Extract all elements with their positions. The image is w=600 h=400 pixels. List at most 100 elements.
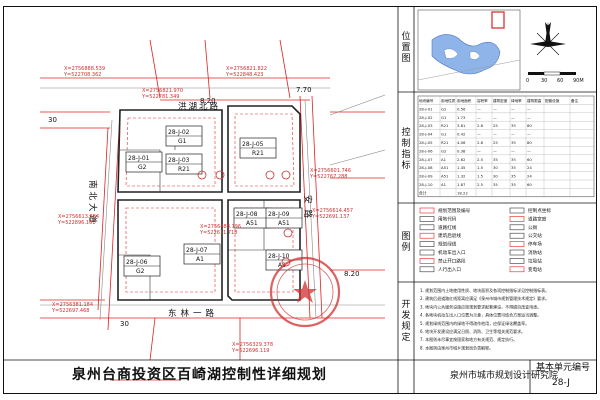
table-cell: — (477, 132, 481, 137)
side-label-text: 图例 (401, 232, 411, 253)
legend-label: 变电站 (528, 266, 542, 273)
road-width-label: 30 (120, 320, 129, 328)
table-cell: — (493, 132, 497, 137)
coord-x: X=2756601.746 (310, 168, 351, 174)
parcel-id: 28-J-05 (242, 141, 264, 148)
coord-x: X=2756821.970 (142, 88, 183, 94)
regulation-line: 8. 本图则由泉州市城乡规划局负责解释。 (420, 344, 493, 350)
table-cell: A51 (441, 165, 449, 170)
table-cell: 35 (511, 165, 516, 170)
road-name-south: 东林一路 (168, 308, 218, 319)
road-edge-lines (40, 87, 386, 321)
coord-x: X=2756329.378 (232, 342, 273, 348)
table-cell: 18.22 (457, 190, 468, 195)
table-cell: 4.06 (457, 140, 466, 145)
scale-label: 90M (573, 78, 584, 84)
table-cell: 1.5 (477, 165, 484, 170)
parcel-use-code: G1 (178, 138, 187, 145)
coord-y: Y=522691.137 (311, 214, 349, 220)
table-cell: 28-J-10 (419, 182, 433, 187)
legend-label: 规划绿线 (438, 241, 457, 248)
legend-symbol (419, 232, 435, 239)
parcel-use-code: A51 (278, 220, 290, 227)
coord-x: X=2756888.539 (64, 66, 105, 72)
table-cell: 1.5 (477, 174, 484, 179)
table-cell: 28-J-06 (419, 148, 433, 153)
table-header-cell: 配套设施 (545, 98, 560, 103)
regulation-line: 1. 规划范围内土地使用性质、地块面积及各项控制指标详见控制指标表。 (420, 287, 549, 293)
table-cell: — (493, 148, 497, 153)
table-cell: 35 (493, 182, 498, 187)
road-width-label: 30 (48, 116, 57, 124)
table-cell: 1.32 (457, 174, 466, 179)
legend-label: 停车场 (528, 241, 542, 248)
table-cell: G1 (441, 115, 447, 120)
scale-tick: 30 (541, 78, 547, 84)
table-cell: 35 (511, 182, 516, 187)
parking-icon (283, 228, 293, 238)
table-cell: 80 (527, 123, 532, 128)
table-cell: 35 (511, 123, 516, 128)
legend-symbol (419, 258, 435, 264)
road-name-east: 安路 (302, 195, 313, 224)
parcel-use-code: R21 (178, 166, 190, 173)
table-cell: G2 (441, 106, 447, 111)
regulation-line: 5. 规划绿线范围内的绿地不得改作他用，应保证绿化覆盖率。 (420, 320, 529, 326)
legend-label: 消防站 (528, 249, 542, 256)
parcel-id: 28-J-07 (186, 247, 208, 254)
legend-symbol (509, 224, 525, 231)
side-label-indicators: 控制指标 (399, 128, 413, 172)
legend-label: 机动车出入口 (438, 249, 466, 256)
coord-y: Y=522696.119 (231, 348, 269, 354)
table-cell: — (511, 115, 515, 120)
parcel-use-code: G2 (138, 164, 147, 171)
table-header-cell: 容积率 (477, 98, 488, 103)
table-cell: 35 (511, 174, 516, 179)
coord-y: Y=522697.468 (51, 308, 89, 314)
legend: 规划范围及编号用地代码道路红线建筑后退线规划绿线机动车出入口禁止开口路段人行出入… (419, 207, 551, 273)
sheet-frame (3, 6, 597, 394)
table-cell: G2 (441, 148, 447, 153)
table-cell: 35 (511, 140, 516, 145)
table-header-cell: 建筑密度 (493, 98, 508, 103)
legend-label: 道路红线 (438, 224, 457, 231)
side-label-text: 控制指标 (401, 128, 411, 171)
table-cell: R21 (441, 123, 449, 128)
table-cell: 28-J-01 (419, 106, 433, 111)
table-cell: 2.8 (477, 123, 484, 128)
road-width-label: 7.70 (296, 86, 312, 94)
parking-icon (281, 170, 291, 180)
coord-y: Y=522708.362 (63, 72, 101, 78)
regulation-line: 6. 地块开发建设应满足日照、消防、卫生等相关规范要求。 (420, 328, 525, 334)
legend-symbol (509, 241, 525, 247)
legend-label: 规划范围及编号 (438, 207, 471, 214)
table-cell: 3.81 (457, 123, 466, 128)
table-cell: 25 (493, 140, 498, 145)
table-cell: A1 (441, 182, 447, 187)
regulation-line: 2. 建筑后退道路红线距离应满足《泉州市城市规划管理技术规定》要求。 (420, 295, 549, 301)
table-cell: — (477, 148, 481, 153)
table-cell: — (493, 115, 497, 120)
side-label-regulations: 开发规定 (399, 300, 413, 344)
side-label-text: 开发规定 (401, 300, 411, 343)
legend-label: 用地代码 (438, 215, 457, 222)
legend-symbol (419, 241, 435, 247)
compass-rose-icon (530, 22, 566, 56)
parcel-labels: 28-J-01G228-J-02G128-J-03R2128-J-05R2128… (123, 125, 303, 277)
coord-y: Y=522896.161 (57, 220, 95, 226)
table-header-cell: 建筑限高 (527, 98, 542, 103)
legend-symbol (509, 249, 525, 256)
table-cell: 25 (493, 123, 498, 128)
table-cell: 35 (493, 157, 498, 162)
table-cell: 28-J-07 (419, 157, 433, 162)
table-header-cell: 备注 (571, 98, 579, 103)
legend-symbol (419, 207, 435, 214)
table-cell: 28-J-02 (419, 115, 433, 120)
regulation-line: 4. 各地块机动车出入口位置为示意，具体位置可结合方案适当调整。 (420, 312, 541, 318)
coordinate-labels: X=2756888.539 Y=522708.362 X=2756821.970… (51, 66, 353, 354)
unit-number: 28-J (552, 378, 570, 388)
parcel-id: 28-J-03 (168, 157, 190, 164)
legend-symbol (419, 216, 435, 222)
